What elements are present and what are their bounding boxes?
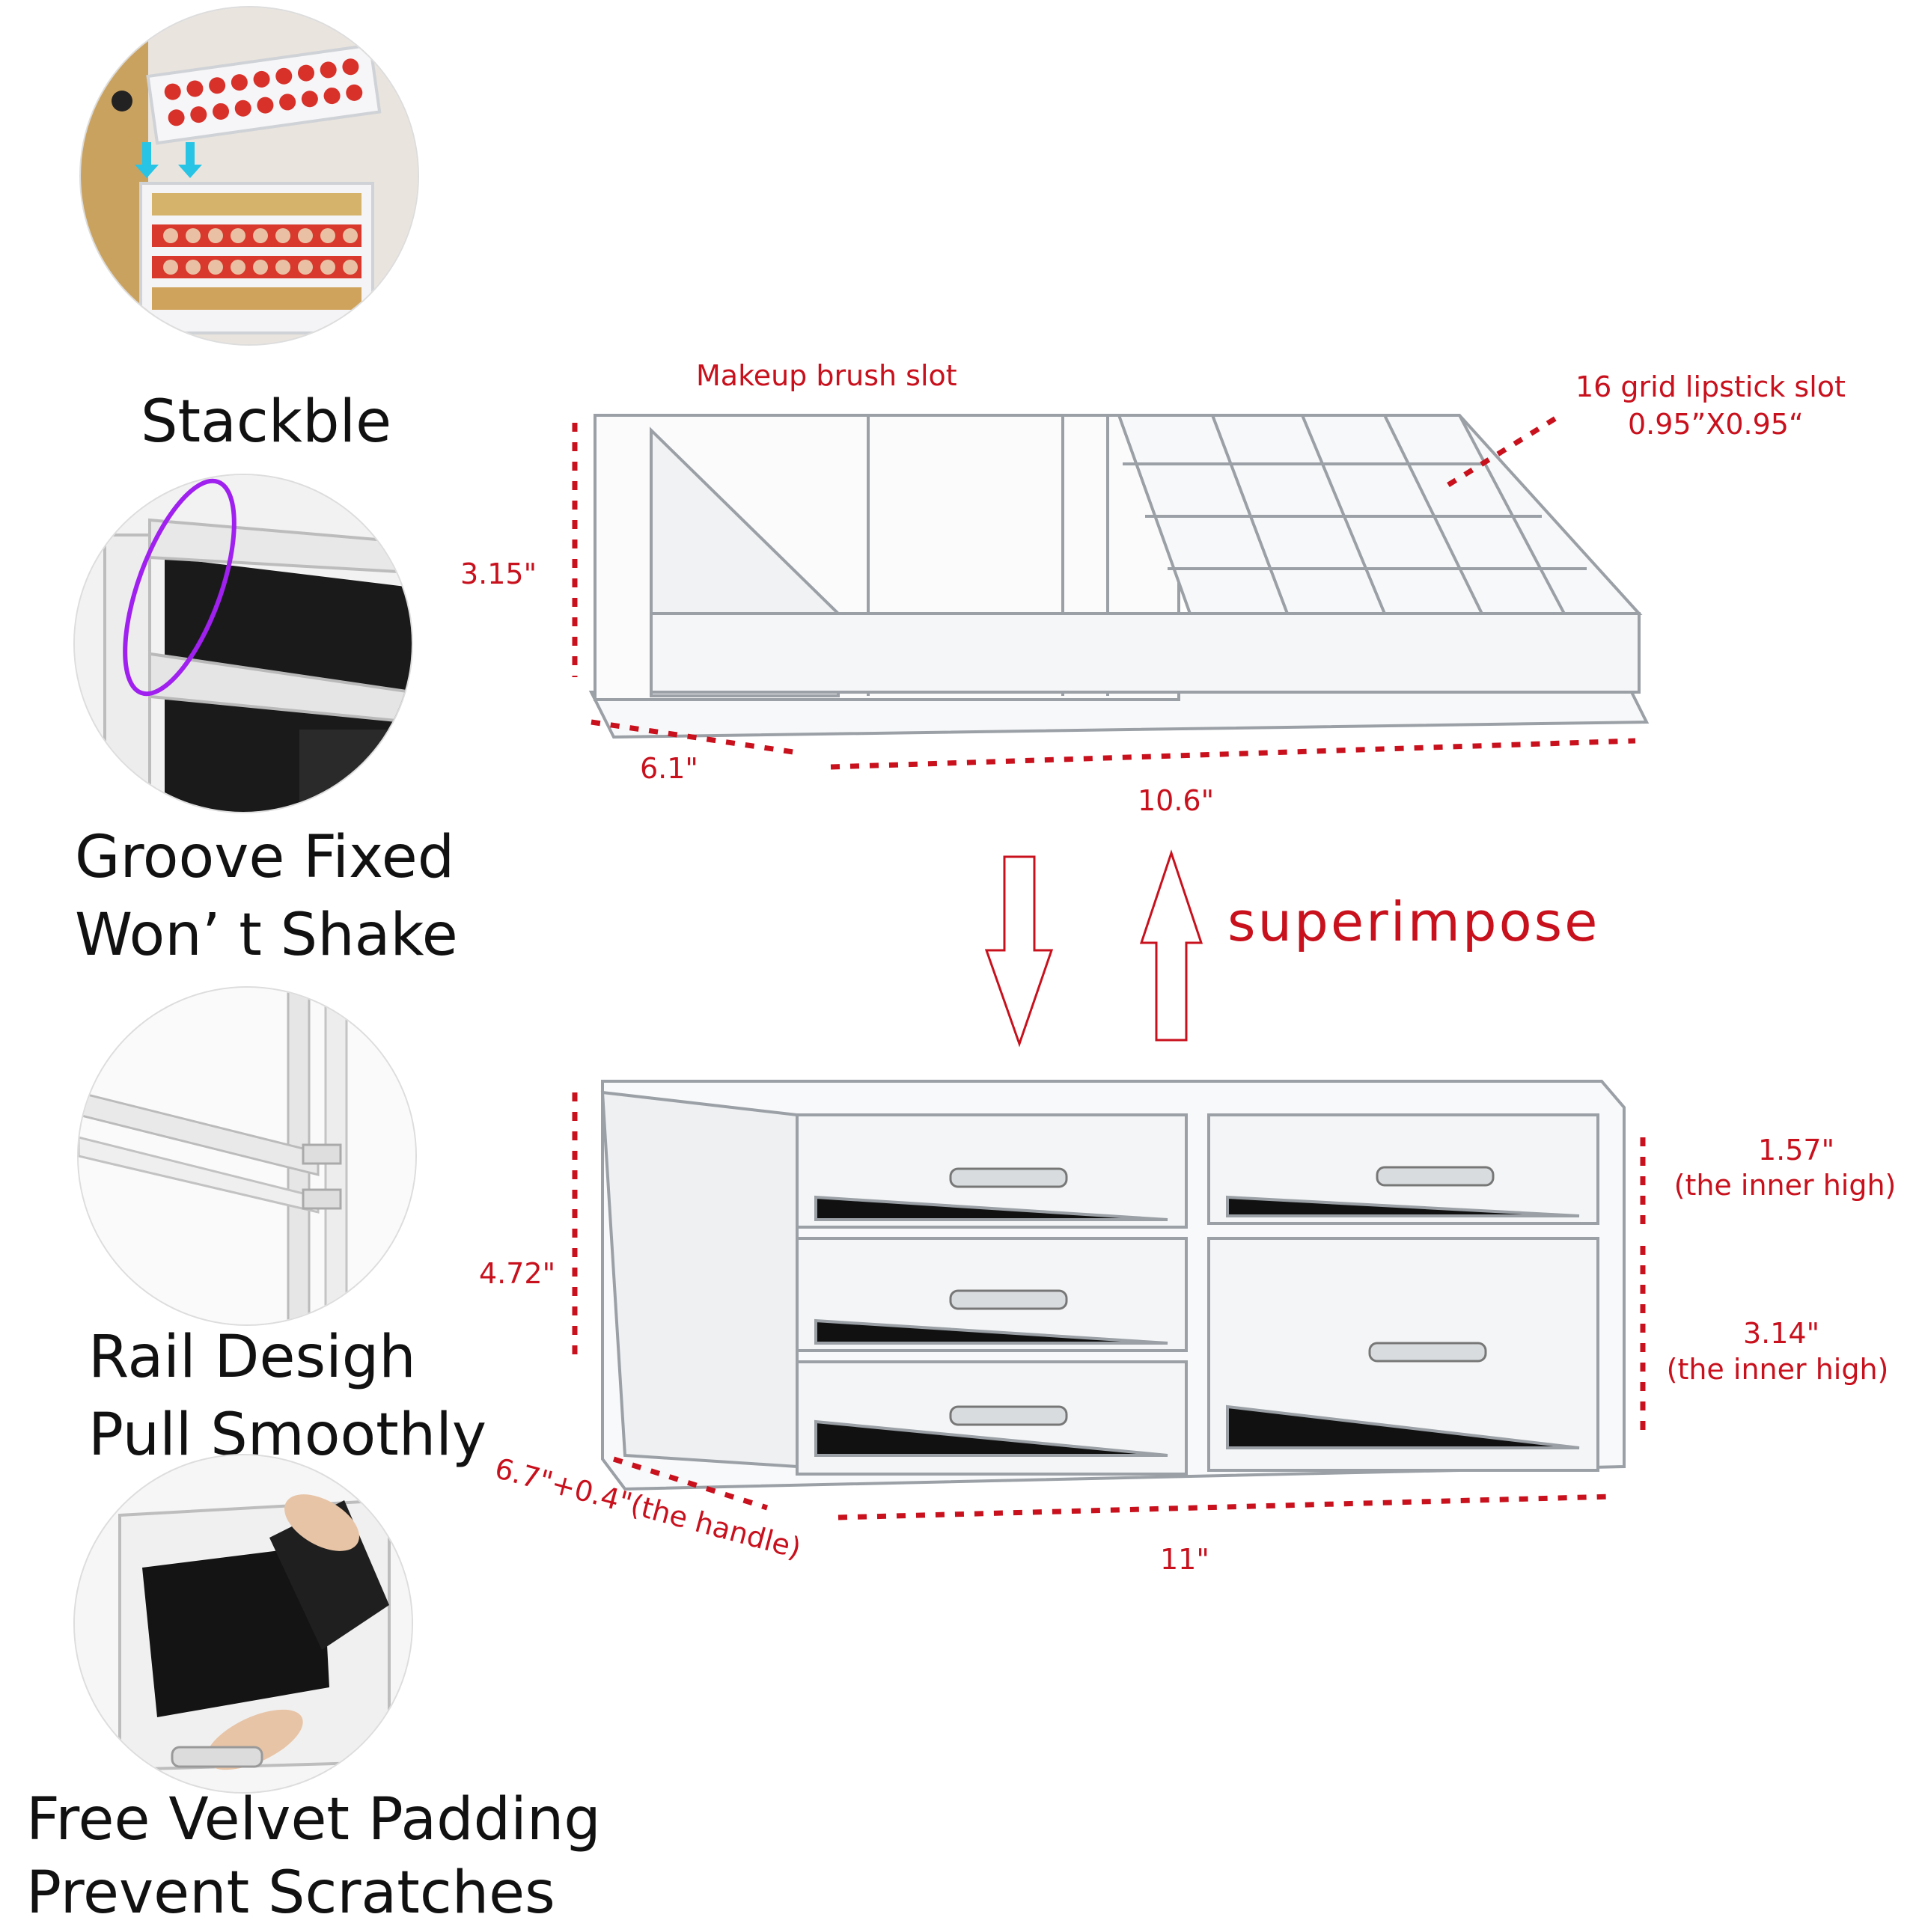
top-depth-label: 6.1"	[640, 752, 698, 785]
feature-groove-line2: Won’ t Shake	[75, 902, 458, 969]
lipstick-slot-size: 0.95”X0.95“	[1628, 408, 1804, 441]
groove-photo	[75, 475, 412, 812]
highlight-ellipse	[123, 478, 237, 697]
top-width-label: 10.6"	[1138, 784, 1215, 817]
groove-corner-icon	[75, 475, 412, 812]
bottom-height-label: 4.72"	[479, 1257, 556, 1290]
velvet-pad-icon	[75, 1455, 412, 1792]
small-drawer-note: (the inner high)	[1674, 1169, 1897, 1202]
rail-photo	[79, 988, 415, 1324]
feature-groove-line1: Groove Fixed	[75, 824, 455, 891]
lipstick-slot-label: 16 grid lipstick slot	[1575, 370, 1846, 403]
stackable-photo	[81, 7, 418, 344]
top-height-label: 3.15"	[460, 557, 537, 590]
brush-slot-label: Makeup brush slot	[696, 359, 957, 392]
rail-track-icon	[79, 988, 415, 1324]
velvet-photo	[75, 1455, 412, 1792]
feature-stackable-title: Stackble	[141, 388, 392, 456]
feature-velvet-line1: Free Velvet Padding	[26, 1786, 601, 1853]
small-drawer-height-label: 1.57"	[1757, 1134, 1835, 1167]
bottom-width-label: 11"	[1160, 1543, 1209, 1576]
large-drawer-note: (the inner high)	[1666, 1353, 1889, 1386]
large-drawer-height-label: 3.14"	[1742, 1317, 1820, 1350]
superimpose-label: superimpose	[1227, 890, 1600, 953]
stacked-lipstick-boxes-icon	[81, 7, 418, 344]
feature-rail-line1: Rail Desigh	[88, 1324, 416, 1391]
